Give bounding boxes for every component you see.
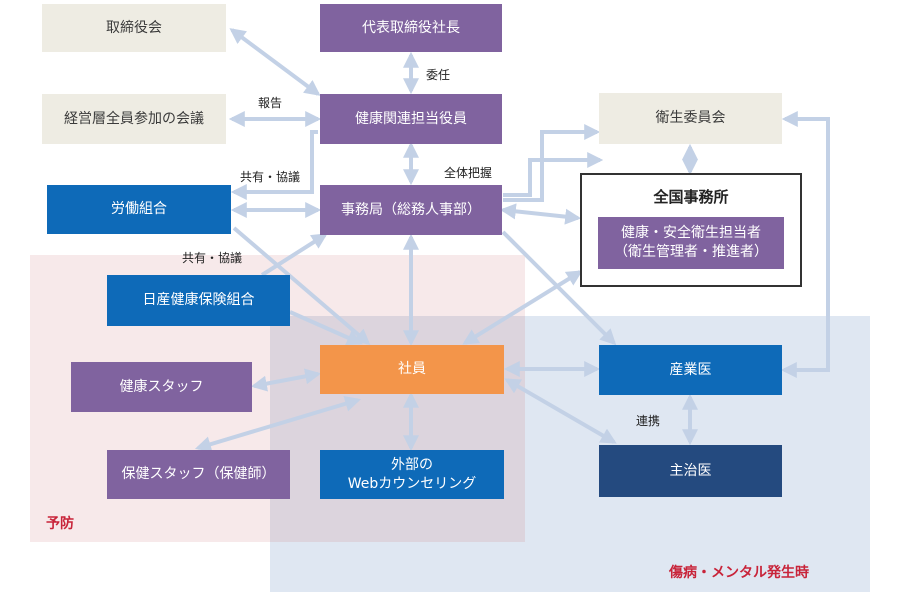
office-staff-node: 健康・安全衛生担当者 （衛生管理者・推進者） [598,217,784,269]
committee-node: 衛生委員会 [599,93,782,144]
illness-title: 傷病・メンタル発生時 [669,565,809,581]
label-delegation: 委任 [426,68,451,82]
label-report: 報告 [258,96,283,110]
attending-doctor-node: 主治医 [599,445,782,497]
arrow-insurance-employee [289,310,363,346]
office-staff-line1: 健康・安全衛生担当者 [621,225,761,242]
health-staff-node: 健康スタッフ [71,362,252,412]
counseling-line1: 外部の [391,456,433,473]
exec-meeting-node: 経営層全員参加の会議 [42,94,226,144]
arrow-board-officer [229,28,321,96]
health-officer-node: 健康関連担当役員 [320,94,502,144]
arrow-secretariat-committee-a [503,152,604,197]
arrow-employee-attending [504,378,617,444]
arrow-secretariat-office [499,203,582,225]
office-title: 全国事務所 [653,188,729,206]
arrow-union-employee [232,226,371,346]
arrow-committee-doctor [780,111,830,378]
ceo-node: 代表取締役社長 [320,4,502,52]
arrow-union-officer [230,130,318,200]
counseling-node: 外部の Webカウンセリング [320,450,504,499]
employee-node: 社員 [320,345,504,394]
industrial-doctor-node: 産業医 [599,345,782,395]
arrow-employee-nurse [194,396,362,452]
secretariat-node: 事務局（総務人事部） [320,185,502,235]
label-share-2: 共有・協議 [182,251,243,265]
arrow-healthstaff-employee [250,368,322,392]
counseling-line2: Webカウンセリング [347,475,477,492]
insurance-node: 日産健康保険組合 [107,275,290,326]
label-share-1: 共有・協議 [240,170,301,184]
nurse-staff-node: 保健スタッフ（保健師） [107,450,290,499]
union-node: 労働組合 [47,185,231,234]
prevention-title: 予防 [46,516,74,532]
office-staff-line2: （衛生管理者・推進者） [614,244,768,260]
arrow-secretariat-committee-b [503,124,601,202]
board-node: 取締役会 [42,4,226,52]
arrow-office-employee [462,270,583,345]
label-cooperation: 連携 [636,414,661,428]
label-oversight: 全体把握 [444,166,493,180]
arrow-secretariat-insurance [260,233,328,277]
